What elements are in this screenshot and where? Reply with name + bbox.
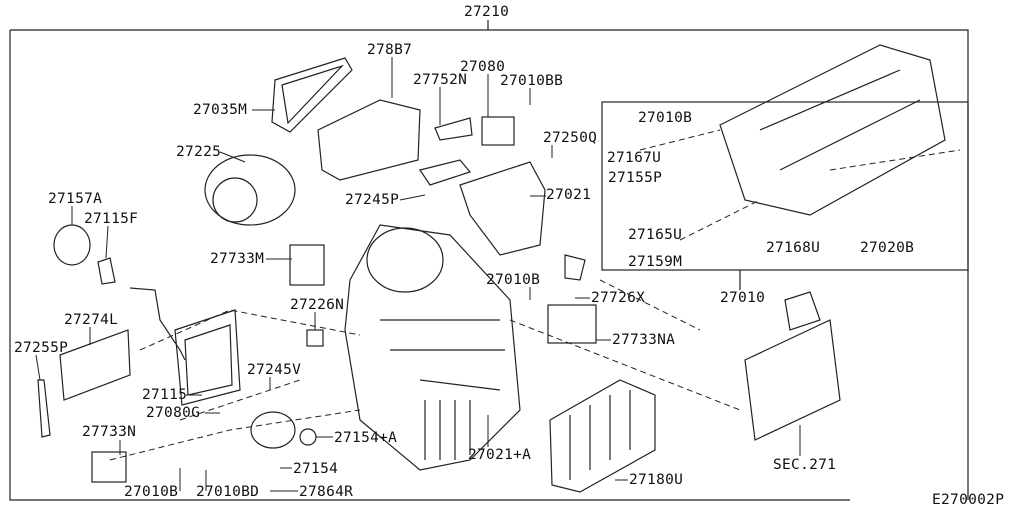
assembly-part-number: 27210 xyxy=(464,4,510,20)
part-label: 27226N xyxy=(290,297,345,313)
grille-part xyxy=(549,379,656,493)
inset-part-label: 27168U xyxy=(766,240,821,256)
filter-frame-part xyxy=(271,57,353,133)
alignment-dashed-lines xyxy=(109,129,961,461)
part-label: 27245V xyxy=(247,362,302,378)
part-label: 27245P xyxy=(345,192,400,208)
heater-pipe-part xyxy=(129,287,186,361)
part-label: 27752N xyxy=(413,72,468,88)
part-label: 27250Q xyxy=(543,130,598,146)
leader-lines xyxy=(35,57,801,492)
motor-part xyxy=(53,224,91,266)
part-label: 27010B xyxy=(124,484,179,500)
part-label: 27010BD xyxy=(196,484,260,500)
part-label: 27733N xyxy=(82,424,137,440)
part-label: 27035M xyxy=(193,102,248,118)
blower-scroll-part xyxy=(459,161,546,256)
part-label: 27021+A xyxy=(468,447,532,463)
inset-part-label: 27155P xyxy=(608,170,663,186)
part-label: 27274L xyxy=(64,312,119,328)
section-reference: SEC.271 xyxy=(773,457,837,473)
upper-case-part xyxy=(719,44,946,216)
inset-part-label: 27010B xyxy=(638,110,693,126)
part-label: 27180U xyxy=(629,472,684,488)
part-label: 27010 xyxy=(720,290,766,306)
part-label: 27864R xyxy=(299,484,354,500)
duct-part xyxy=(317,99,421,181)
inset-part-label: 27165U xyxy=(628,227,683,243)
part-label: 27021 xyxy=(546,187,592,203)
assembly-frame xyxy=(9,29,969,501)
expansion-valve-part xyxy=(784,291,821,331)
part-label: 27225 xyxy=(176,144,222,160)
part-label: 27726X xyxy=(591,290,646,306)
inset-frame xyxy=(601,101,969,271)
part-label: 27080 xyxy=(460,59,506,75)
part-label: 27733M xyxy=(210,251,265,267)
link-part xyxy=(97,257,116,285)
diagram-code: E270002P xyxy=(932,492,1005,508)
inset-part-label: 27159M xyxy=(628,254,683,270)
part-label: 27010BB xyxy=(500,73,564,89)
blower-motor-part xyxy=(204,154,296,226)
part-label: 27010B xyxy=(486,272,541,288)
part-label: 27154+A xyxy=(334,430,398,446)
inset-part-label: 27020B xyxy=(860,240,915,256)
hvac-housing-part xyxy=(344,224,521,471)
part-label: 27157A xyxy=(48,191,103,207)
part-label: 27080G xyxy=(146,405,201,421)
cabin-filter-part xyxy=(59,329,131,401)
part-label: 27115F xyxy=(84,211,139,227)
part-label: 27115 xyxy=(142,387,188,403)
part-label: 27733NA xyxy=(612,332,676,348)
evaporator-part xyxy=(744,319,841,441)
part-label: 278B7 xyxy=(367,42,413,58)
part-label: 27154 xyxy=(293,461,339,477)
inset-part-label: 27167U xyxy=(607,150,662,166)
bracket-part xyxy=(37,379,51,438)
part-label: 27255P xyxy=(14,340,69,356)
